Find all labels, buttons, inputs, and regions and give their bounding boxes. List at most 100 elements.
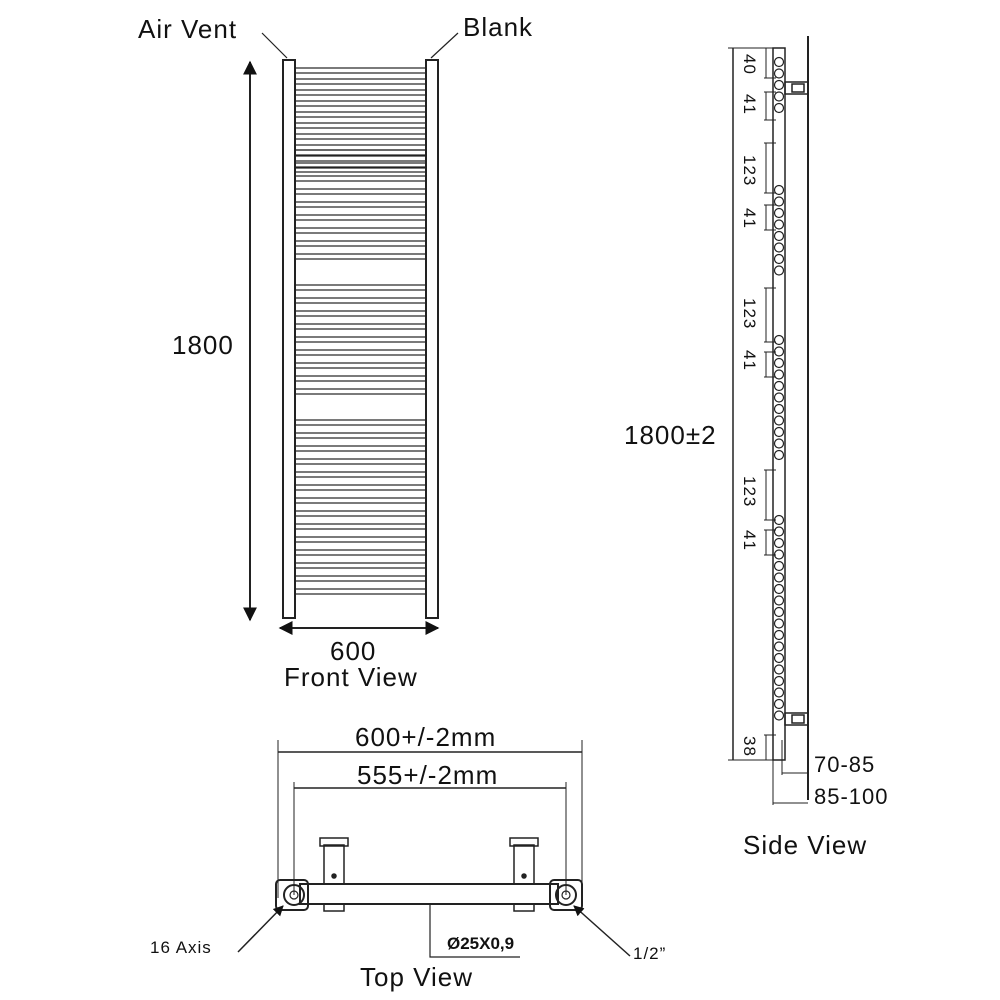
- tube-cross-section: [773, 664, 785, 675]
- tube-sections: [773, 56, 785, 721]
- air-vent-label: Air Vent: [138, 14, 238, 44]
- wall-distance-b-label: 85-100: [814, 784, 889, 809]
- front-view-caption: Front View: [284, 662, 418, 692]
- wall-distance-a-label: 70-85: [814, 752, 876, 777]
- tube-cross-section: [773, 595, 785, 606]
- top-tube: [299, 883, 559, 905]
- right-upright: [425, 59, 439, 619]
- tube-cross-section: [773, 415, 785, 426]
- towel-rail: [294, 575, 427, 582]
- top-view: [237, 740, 631, 958]
- towel-rail: [294, 588, 427, 595]
- tube-size-label: Ø25X0,9: [447, 934, 515, 953]
- towel-rail: [294, 111, 427, 118]
- tube-cross-section: [773, 426, 785, 438]
- towel-rail: [294, 240, 427, 247]
- towel-rail: [294, 67, 427, 74]
- spacing-dimensions: [764, 47, 776, 761]
- air-vent-leader: [261, 32, 288, 59]
- towel-rail: [294, 227, 427, 234]
- front-view: [243, 32, 459, 635]
- dim-41-label-2: 41: [740, 208, 759, 229]
- towel-rail: [294, 310, 427, 317]
- towel-rail: [294, 166, 427, 173]
- side-height-label: 1800±2: [624, 420, 717, 450]
- tube-cross-section: [773, 253, 785, 265]
- tube-cross-section: [773, 710, 785, 721]
- tube-cross-section: [773, 583, 785, 595]
- towel-rail: [294, 323, 427, 330]
- top-bracket: [784, 81, 809, 95]
- towel-rail: [294, 458, 427, 465]
- towel-rail: [294, 201, 427, 208]
- tube-cross-section: [773, 606, 785, 618]
- left-wall-mount: [319, 837, 349, 912]
- tube-cross-section: [773, 438, 785, 449]
- tube-cross-section: [773, 687, 785, 698]
- tube-leader: [429, 904, 520, 958]
- blank-label: Blank: [463, 12, 534, 42]
- towel-rail: [294, 523, 427, 530]
- axis-leader: [237, 905, 284, 953]
- tube-cross-section: [773, 380, 785, 392]
- tube-cross-section: [773, 698, 785, 710]
- towel-rail: [294, 188, 427, 195]
- tube-cross-section: [773, 334, 785, 346]
- towel-rail: [294, 349, 427, 356]
- tube-cross-section: [773, 196, 785, 207]
- towel-rail: [294, 375, 427, 382]
- tube-cross-section: [773, 572, 785, 583]
- towel-rail: [294, 432, 427, 439]
- dim-38-label: 38: [740, 736, 759, 757]
- blank-leader: [430, 32, 459, 59]
- towel-rail: [294, 484, 427, 491]
- tube-cross-section: [773, 68, 785, 79]
- left-end-cap: [275, 879, 309, 911]
- dim-41-label-1: 41: [740, 94, 759, 115]
- tube-cross-section: [773, 403, 785, 415]
- towel-rail: [294, 471, 427, 478]
- tube-cross-section: [773, 91, 785, 102]
- tube-cross-section: [773, 560, 785, 572]
- towel-rail: [294, 445, 427, 452]
- dim-123-label-3: 123: [740, 476, 759, 508]
- bottom-bracket: [784, 712, 809, 726]
- towel-rail: [294, 253, 427, 260]
- towel-rails: [294, 67, 427, 595]
- tube-cross-section: [773, 184, 785, 196]
- outer-width-label: 600+/-2mm: [355, 722, 497, 752]
- side-view: [728, 36, 809, 805]
- towel-rail: [294, 122, 427, 129]
- dim-41-label-3: 41: [740, 350, 759, 371]
- towel-rail: [294, 155, 427, 162]
- towel-rail: [294, 133, 427, 140]
- towel-rail: [294, 144, 427, 151]
- side-upright: [772, 47, 786, 761]
- side-view-caption: Side View: [743, 830, 868, 860]
- tube-cross-section: [773, 357, 785, 369]
- towel-rail: [294, 78, 427, 85]
- tube-cross-section: [773, 230, 785, 242]
- towel-rail: [294, 362, 427, 369]
- tube-cross-section: [773, 618, 785, 629]
- tube-cross-section: [773, 369, 785, 380]
- dim-123-label-2: 123: [740, 298, 759, 330]
- tube-cross-section: [773, 652, 785, 664]
- tube-cross-section: [773, 641, 785, 652]
- towel-rail: [294, 162, 427, 169]
- towel-rail: [294, 562, 427, 569]
- towel-rail: [294, 549, 427, 556]
- towel-rail: [294, 497, 427, 504]
- left-upright: [282, 59, 296, 619]
- towel-rail: [294, 175, 427, 182]
- tube-cross-section: [773, 242, 785, 253]
- axis-label: 16 Axis: [150, 938, 212, 957]
- top-view-caption: Top View: [360, 962, 474, 992]
- tube-cross-section: [773, 392, 785, 403]
- towel-rail: [294, 336, 427, 343]
- tube-cross-section: [773, 102, 785, 114]
- right-end-cap: [549, 879, 583, 911]
- thread-label: 1/2”: [633, 944, 667, 963]
- towel-rail: [294, 297, 427, 304]
- tube-cross-section: [773, 537, 785, 549]
